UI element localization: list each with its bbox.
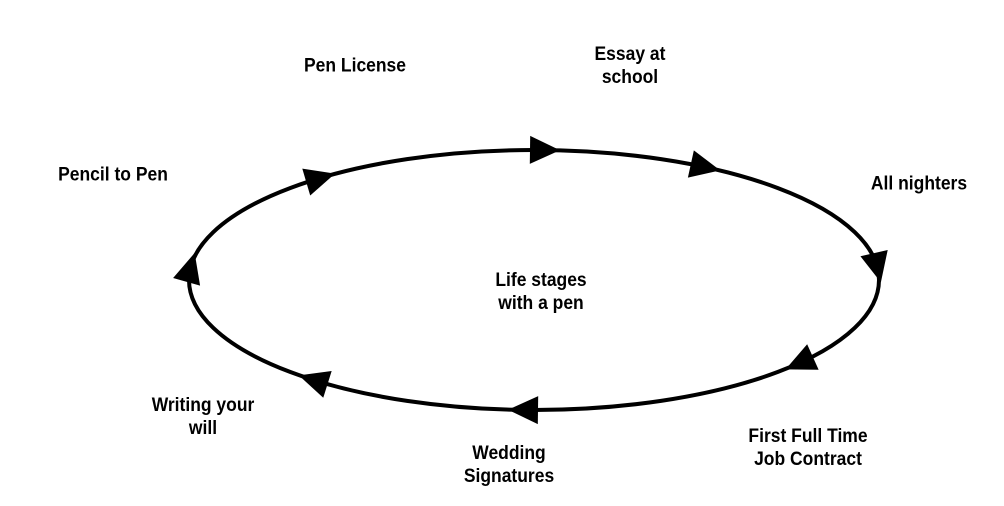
center-label-line-2: with a pen [498,293,584,314]
stage-label-line: All nighters [870,173,968,195]
stage-essay-at-school: Essay at school [595,43,666,89]
cycle-arrowhead [298,371,332,398]
stage-first-full-time-job-contract: First Full Time Job Contract [748,425,867,471]
stage-label-line: will [188,418,218,439]
cycle-arrowhead [529,135,560,164]
stage-wedding-signatures: Wedding Signatures [464,442,554,488]
stage-label-line: Wedding [472,443,546,464]
center-label: Life stages with a pen [495,269,586,315]
arrow-layer [173,135,888,425]
stage-label-line: school [601,67,659,88]
cycle-arrowhead [508,396,539,425]
stage-label-line: Pencil to Pen [58,164,168,186]
stage-label-line: Job Contract [754,449,862,470]
stage-label-line: Pen License [303,55,407,77]
stage-pencil-to-pen: Pencil to Pen [58,164,168,187]
cycle-arrowhead [860,249,888,283]
stage-label-line: Signatures [463,466,555,487]
cycle-arrowhead [173,252,201,286]
stage-all-nighters: All nighters [871,173,967,196]
stage-pen-license: Pen License [304,55,406,78]
center-label-line-1: Life stages [495,270,587,291]
stage-writing-your-will: Writing your will [152,394,255,440]
stage-label-line: First Full Time [748,426,868,447]
stage-label-line: Essay at [594,44,666,65]
cycle-arrowhead [785,344,819,370]
cycle-arrowhead [302,168,336,196]
stage-label-line: Writing your [151,395,255,416]
cycle-arrowhead [687,150,721,178]
